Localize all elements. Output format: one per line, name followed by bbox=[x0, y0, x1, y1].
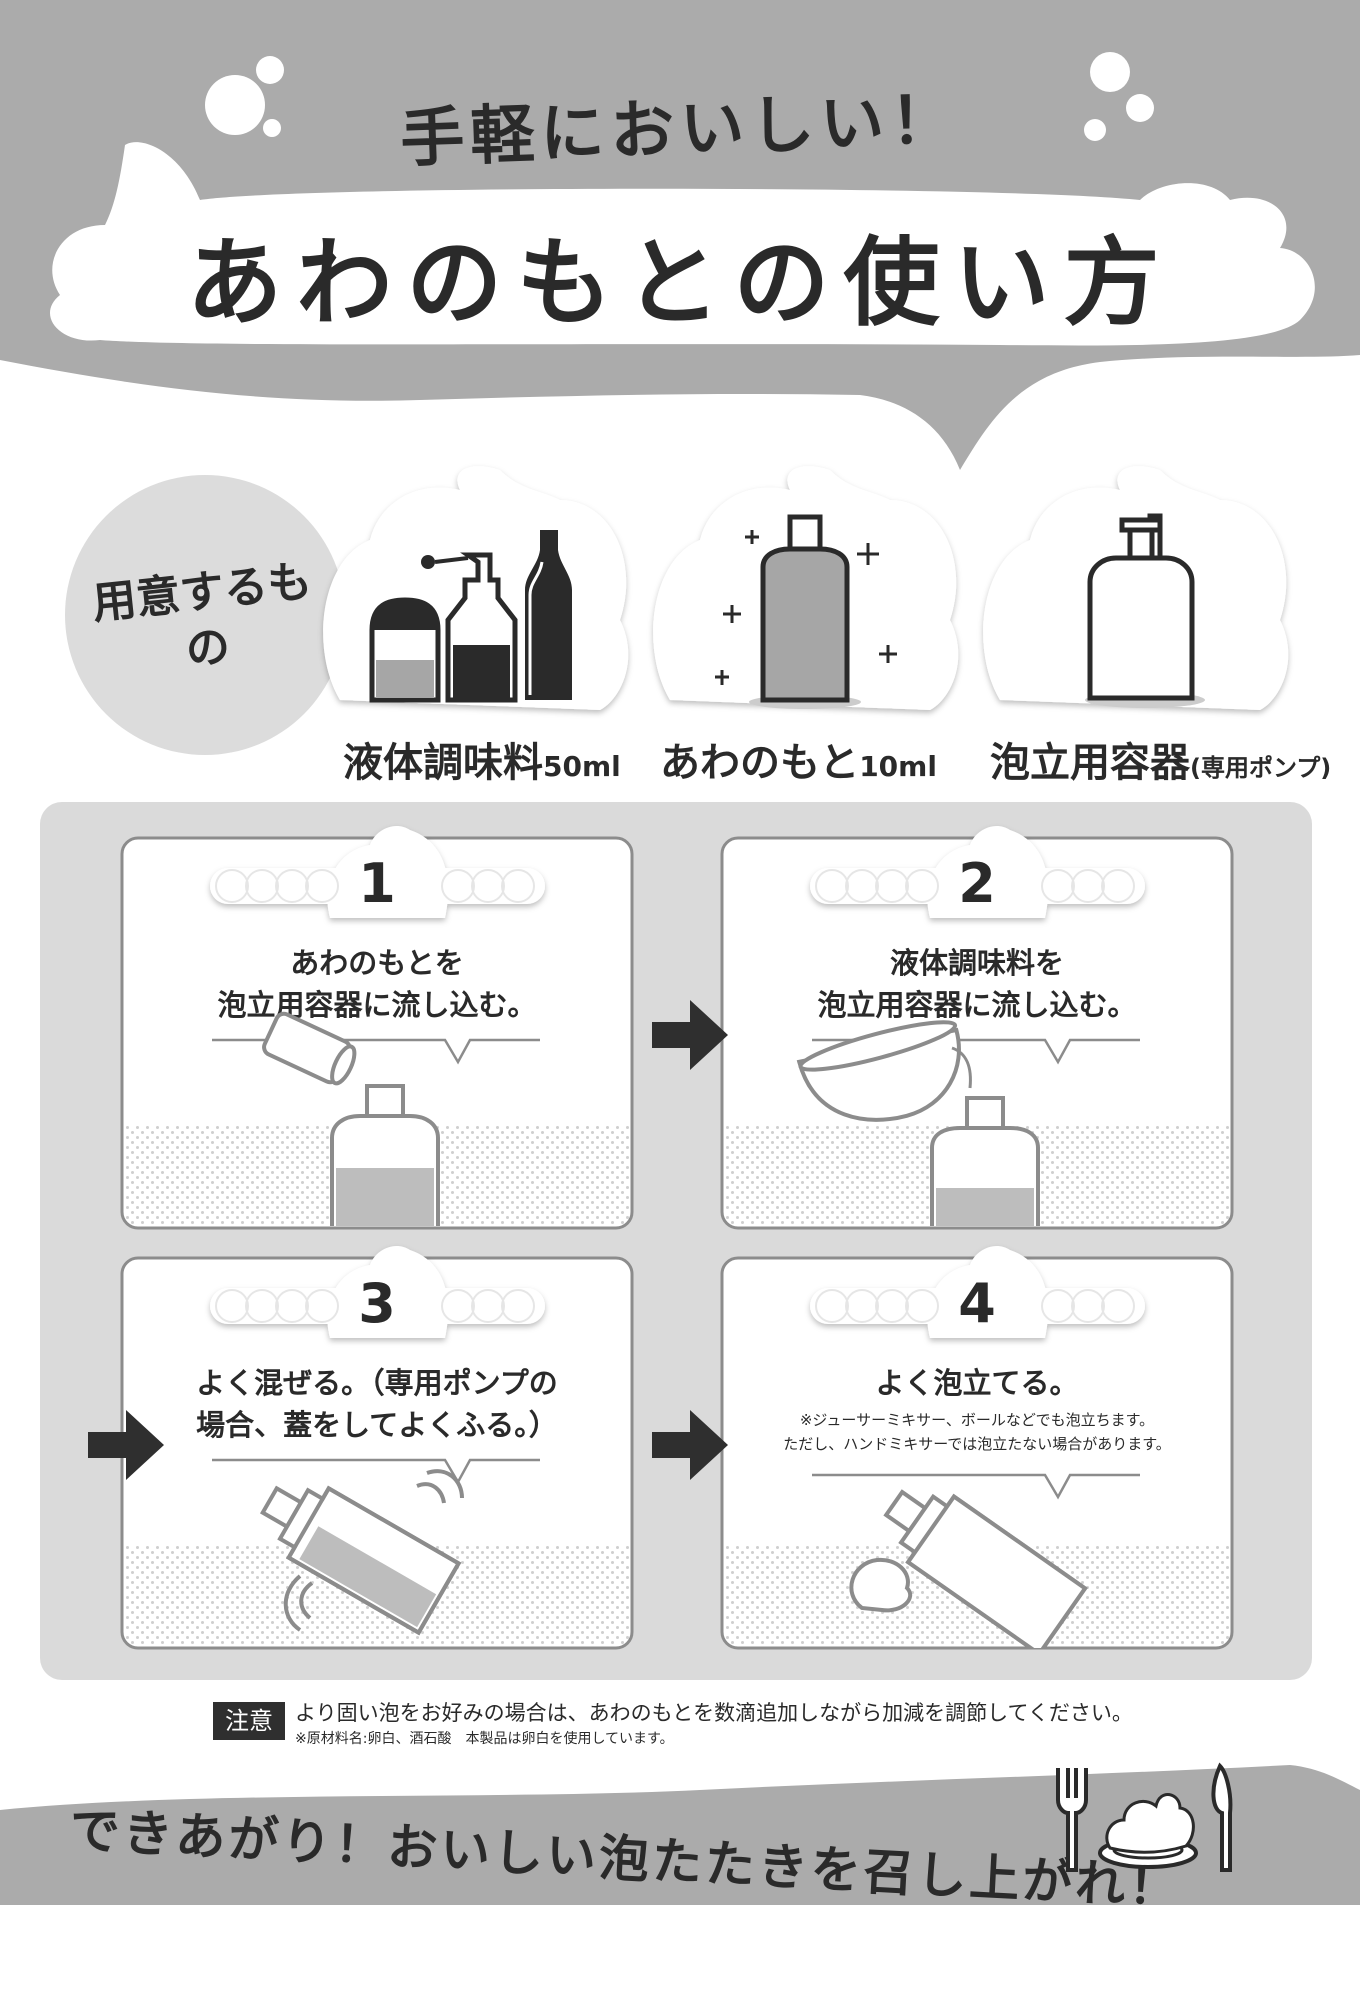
title-cloud bbox=[49, 142, 1315, 346]
prep-circle bbox=[65, 475, 345, 755]
step-1-illustration bbox=[262, 1011, 440, 1226]
item-amount: 10ml bbox=[859, 750, 937, 783]
caution-label: 注意 bbox=[213, 1702, 285, 1740]
step-4-illustration bbox=[849, 1489, 1088, 1648]
foam-icon bbox=[1105, 1793, 1195, 1854]
step-4-number: 4 bbox=[958, 1272, 996, 1335]
step-4-text: よく泡立てる。 bbox=[722, 1362, 1232, 1404]
step-4-note: ※ジューサーミキサー、ボールなどでも泡立ちます。 ただし、ハンドミキサーでは泡立… bbox=[722, 1408, 1232, 1456]
step-note-line: ※ジューサーミキサー、ボールなどでも泡立ちます。 bbox=[799, 1411, 1155, 1429]
item-name: あわのもと bbox=[660, 740, 860, 786]
seasoning-bottles-icon bbox=[369, 530, 572, 703]
step-line: あわのもとを bbox=[290, 946, 464, 980]
arrow-2-3 bbox=[88, 1410, 164, 1480]
item-amount: 50ml bbox=[543, 750, 621, 783]
step-1-text: あわのもとを 泡立用容器に流し込む。 bbox=[122, 942, 632, 1026]
step-line: 液体調味料を bbox=[889, 946, 1064, 980]
step-line: よく混ぜる。（専用ポンプの bbox=[196, 1366, 558, 1400]
prep-heading: 用意するもの bbox=[89, 555, 315, 677]
step-3-number: 3 bbox=[358, 1272, 396, 1335]
awanomoto-bottle-icon bbox=[715, 514, 897, 709]
step-3-text: よく混ぜる。（専用ポンプの 場合、蓋をしてよくふる。） bbox=[122, 1362, 632, 1446]
arrow-3-4 bbox=[652, 1410, 728, 1480]
step-2-number: 2 bbox=[958, 852, 996, 915]
step-line: よく泡立てる。 bbox=[875, 1366, 1079, 1400]
item-container: 泡立用容器(専用ポンプ) bbox=[990, 730, 1331, 788]
step-line: 場合、蓋をしてよくふる。） bbox=[196, 1408, 558, 1442]
step-line: 泡立用容器に流し込む。 bbox=[817, 988, 1137, 1022]
fork-icon bbox=[1056, 1768, 1088, 1872]
step-3-illustration bbox=[259, 1469, 464, 1636]
knife-icon bbox=[1211, 1762, 1233, 1872]
caution-text: より固い泡をお好みの場合は、あわのもとを数滴追加しながら加減を調節してください。 bbox=[295, 1701, 1133, 1725]
arrow-1-2 bbox=[652, 1000, 728, 1070]
item-seasoning: 液体調味料50ml bbox=[343, 730, 621, 788]
pump-bottle-icon bbox=[1085, 513, 1205, 708]
step-2-illustration bbox=[796, 1020, 1040, 1226]
caution-note: ※原材料名:卵白、酒石酸 本製品は卵白を使用しています。 bbox=[295, 1731, 674, 1747]
step-1-number: 1 bbox=[358, 852, 396, 915]
item-awanomoto: あわのもと10ml bbox=[660, 730, 937, 788]
step-2-text: 液体調味料を 泡立用容器に流し込む。 bbox=[722, 942, 1232, 1026]
item-name: 泡立用容器 bbox=[990, 740, 1190, 786]
meal-icon bbox=[1056, 1762, 1233, 1872]
item-name: 液体調味料 bbox=[343, 740, 543, 786]
step-note-line: ただし、ハンドミキサーでは泡立たない場合があります。 bbox=[783, 1435, 1171, 1453]
page-title: あわのもとの使い方 bbox=[186, 227, 1174, 339]
footer-band bbox=[0, 1765, 1360, 1905]
item-amount: (専用ポンプ) bbox=[1190, 754, 1332, 782]
step-line: 泡立用容器に流し込む。 bbox=[217, 988, 537, 1022]
